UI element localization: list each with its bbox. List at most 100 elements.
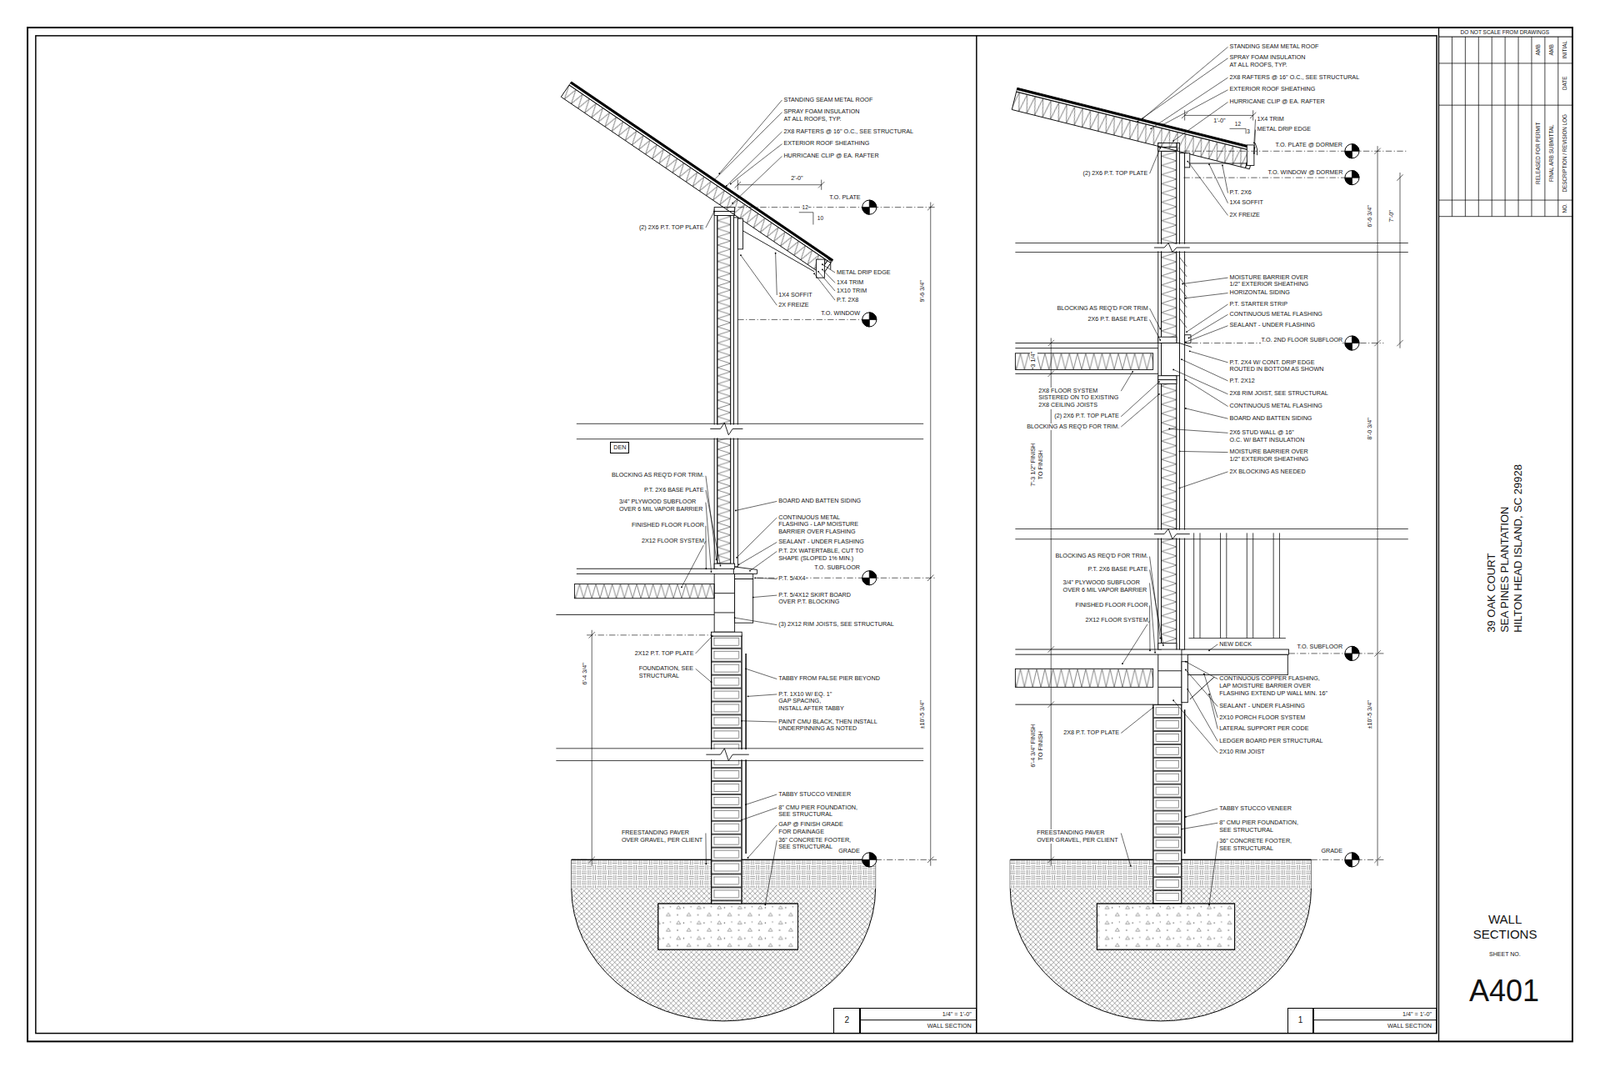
callout-label: P.T. 2X6 BASE PLATE [644,486,705,495]
callout-label: 2X12 FLOOR SYSTEM [1085,616,1149,625]
leader-line [814,273,835,300]
leader-dot [1185,407,1187,410]
left-wall-section [862,852,877,867]
leader-dot [1185,297,1187,300]
callout-label: SEALANT - UNDER FLASHING [778,538,865,546]
leader-dot [764,903,766,905]
leader-line [775,253,778,295]
callout-label: 1X10 TRIM [836,287,867,295]
callout-label: 2X BLOCKING AS NEEDED [1230,468,1306,476]
leader-line [745,668,777,679]
callout-label: P.T. 1X10 W/ EQ. 1" GAP SPACING, INSTALL… [778,690,845,713]
leader-dot [1208,693,1210,695]
callout-label: 2X12 FLOOR SYSTEM [641,537,705,545]
leader-dot [730,183,732,185]
callout-label: P.T. 2X4 W/ CONT. DRIP EDGE ROUTED IN BO… [1230,359,1325,374]
callout-label: P.T. 2X6 [1230,189,1252,197]
leader-dot [1162,124,1165,126]
leader-line [1185,293,1229,299]
slope-text: 12 [1235,120,1241,128]
leader-dot [1180,828,1183,830]
left-wall-section [733,217,738,567]
leader-line [714,112,782,180]
dimension-text: 9'-6 3/4" [919,280,927,302]
left-wall-section [733,566,757,575]
dimension-text: ±10'-5 3/4" [1366,700,1375,729]
leader-dot [821,268,824,270]
right-wall-section [1158,670,1182,688]
callout-label: CONTINUOUS METAL FLASHING [1230,310,1323,319]
callout-label: 1X4 TRIM [1257,115,1285,124]
right-wall-section [1015,649,1158,705]
right-wall-section [1185,153,1190,168]
dimension-text: 1'-0" [1213,117,1225,125]
left-wall-section [555,568,715,615]
sheet-title: WALL SECTIONS [1473,911,1538,942]
datum-label: T.O. 2ND FLOOR SUBFLOOR [1260,336,1343,345]
leader-dot [821,263,824,265]
leader-line [1150,582,1156,652]
right-wall-section [1345,645,1360,660]
leader-line [1185,380,1229,407]
leader-line [1185,408,1229,419]
leader-line [1150,556,1161,639]
callout-label: 8" CMU PIER FOUNDATION, SEE STRUCTURAL [778,804,858,819]
leader-dot [705,567,707,570]
leader-line [1150,77,1228,129]
right-wall-section [1015,343,1158,375]
left-wall-section [862,312,877,327]
leader-line [748,694,778,696]
project-address: SEA PINES PLANTATION [1498,506,1512,633]
right-wall-section [1154,528,1190,539]
callout-label: 2X FREIZE [1230,211,1260,220]
leader-dot [1150,127,1152,130]
callout-label: P.T. STARTER STRIP [1230,300,1289,309]
left-wall-section [710,635,742,904]
leader-line [1173,369,1228,394]
leader-dot [1159,147,1161,150]
leader-line [705,502,712,572]
leader-dot [1186,688,1189,690]
sheet-number: A401 [1469,972,1540,1009]
leader-dot [1158,393,1160,395]
callout-label: LEDGER BOARD PER STRUCTURAL [1219,737,1323,745]
leader-dot [740,819,743,821]
left-wall-section [714,573,735,632]
leader-line [726,131,783,186]
leader-line [755,577,777,579]
right-wall-section [1158,336,1177,343]
dimension-text: 7'-3 1/2" FINISH TO FINISH [1029,442,1044,487]
left-wall-section [710,425,742,439]
leader-line [1120,833,1130,866]
drawing-number-box: 1 [1287,1007,1314,1034]
left-wall-section [862,200,877,215]
left-wall-section [555,748,924,761]
leader-line [748,825,778,858]
leader-line [741,807,777,820]
sheet-frame [860,1019,977,1020]
node-text: WALL SECTION [1387,1022,1432,1030]
right-wall-section [1181,649,1290,655]
leader-dot [1221,165,1224,167]
dimension-text: 6'-6 3/4" [1366,205,1375,227]
leader-line [1185,325,1229,343]
callout-label: CONTINUOUS METAL FLASHING [1230,402,1323,410]
leader-line [735,500,777,510]
dimension-text: 6'-4 3/4" [580,662,589,685]
leader-line [750,550,777,570]
right-wall-section [1189,532,1286,638]
leader-line [745,794,777,805]
leader-dot [1121,662,1124,665]
dimension-text: 7'-0" [1388,210,1396,222]
leader-dot [745,803,747,805]
room-tag: DEN [610,441,630,453]
callout-label: (2) 2X6 P.T. TOP PLATE [1054,412,1120,420]
datum-label: T.O. WINDOW @ DORMER [1267,169,1343,177]
leader-dot [735,510,737,512]
leader-line [818,271,835,291]
leader-dot [713,179,715,181]
revision-text: AMB [1535,44,1542,56]
revision-text: DESCRIPTION / REVISION LOG [1561,114,1569,192]
callout-label: 2X10 RIM JOIST [1219,748,1265,756]
